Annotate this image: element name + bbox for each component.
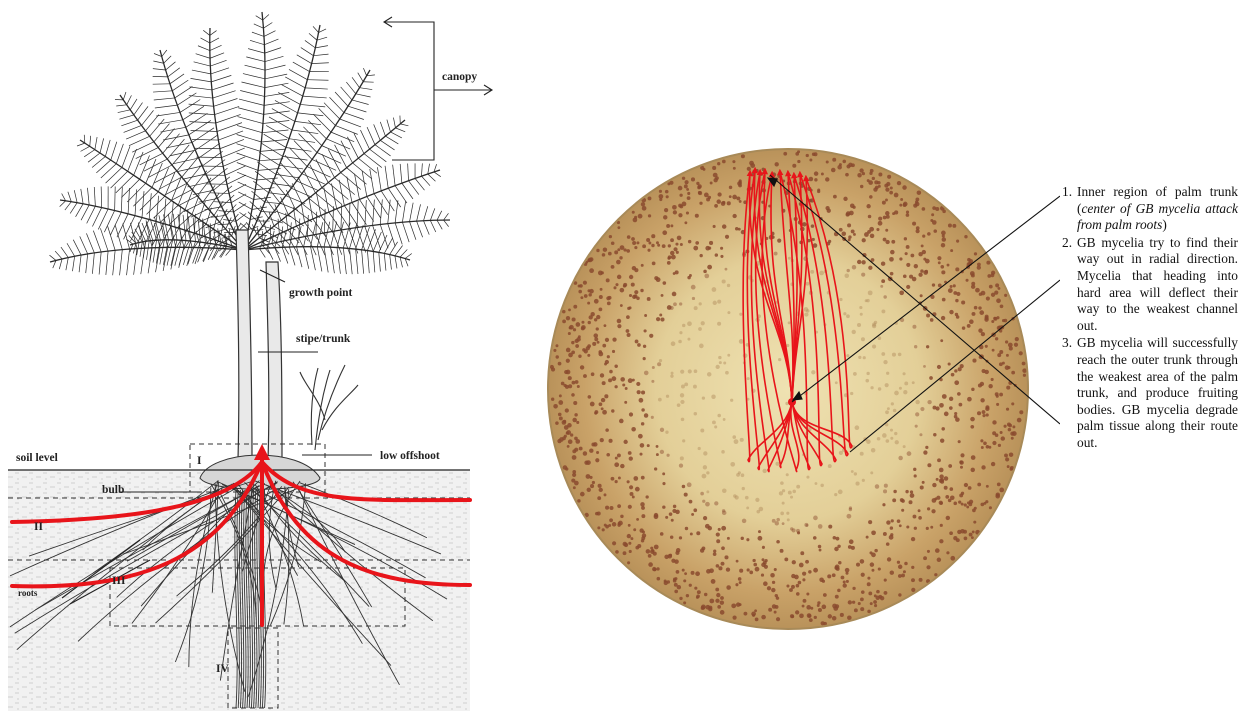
note-1-italic: center of GB mycelia attack from palm ro… — [1077, 201, 1238, 233]
low-offshoot-plant — [300, 365, 358, 450]
note-3: 3. GB mycelia will successfully reach the… — [1062, 335, 1238, 451]
note-1-number: 1. — [1062, 184, 1072, 201]
zone-4-label: IV — [216, 663, 229, 675]
zone-3-label: III — [112, 575, 126, 587]
trunk-disc — [548, 149, 1028, 629]
growth-point-label: growth point — [289, 287, 353, 299]
note-3-number: 3. — [1062, 335, 1072, 352]
bulb-label: bulb — [102, 484, 124, 496]
note-3-text: GB mycelia will successfully reach the o… — [1077, 335, 1238, 450]
trunk-cross-section — [500, 0, 1060, 711]
frond — [244, 12, 265, 250]
roots-label: roots — [18, 588, 38, 598]
canopy-fronds — [50, 12, 450, 275]
zone-2-label: II — [34, 521, 43, 533]
note-2: 2. GB mycelia try to find their way out i… — [1062, 235, 1238, 335]
frond — [244, 247, 410, 260]
trunk — [236, 230, 282, 460]
annotation-list: 1.Inner region of palm trunk (center of … — [1062, 184, 1238, 452]
stipe-trunk-label: stipe/trunk — [296, 333, 351, 345]
zone-1-label: I — [197, 455, 202, 467]
canopy-label: canopy — [442, 71, 477, 83]
note-1-tail: ) — [1162, 217, 1166, 232]
note-1: 1.Inner region of palm trunk (center of … — [1062, 184, 1238, 234]
note-2-text: GB mycelia try to find their way out in … — [1077, 235, 1238, 333]
palm-tree-diagram: canopy growth point stipe/trunk low offs… — [0, 0, 500, 711]
note-2-number: 2. — [1062, 235, 1072, 252]
low-offshoot-label: low offshoot — [380, 450, 440, 462]
soil-level-label: soil level — [16, 452, 58, 464]
